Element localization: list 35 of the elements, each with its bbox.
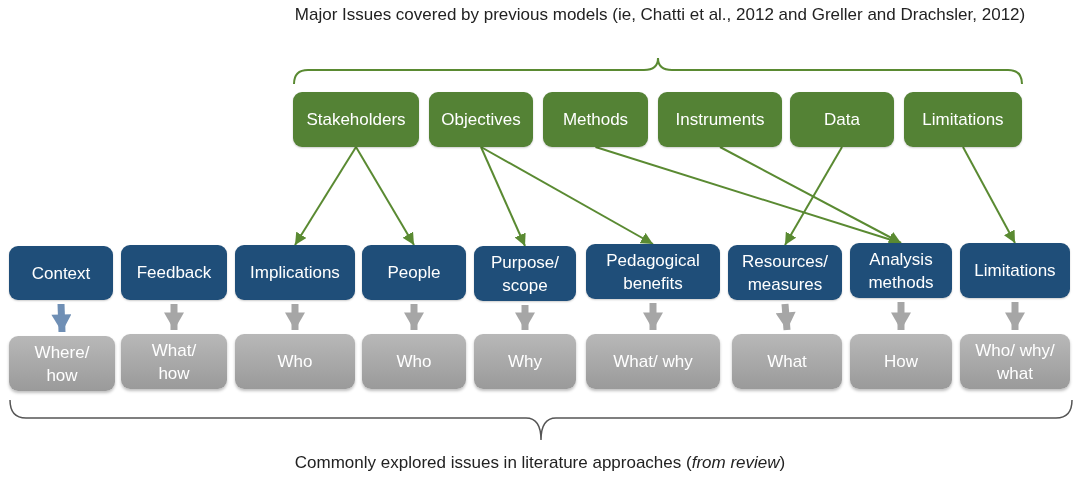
- model-issue-box: Limitations: [904, 92, 1022, 147]
- literature-issue-box: Context: [9, 246, 113, 300]
- arrow: [480, 146, 526, 247]
- literature-issue-box: Implications: [235, 245, 355, 300]
- question-box: What/ why: [586, 334, 720, 389]
- question-box: Who: [235, 334, 355, 389]
- model-issue-box: Objectives: [429, 92, 533, 147]
- question-box: Who/ why/ what: [960, 334, 1070, 389]
- model-issue-box: Methods: [543, 92, 648, 147]
- question-box: What: [732, 334, 842, 389]
- arrow: [294, 146, 357, 246]
- arrow: [719, 146, 902, 244]
- caption: Commonly explored issues in literature approaches (from review): [293, 452, 787, 474]
- arrow: [480, 146, 654, 245]
- question-box: What/ how: [121, 334, 227, 389]
- question-box: How: [850, 334, 952, 389]
- literature-issue-box: Feedback: [121, 245, 227, 300]
- heading: Major Issues covered by previous models (ie, Chatti et al., 2012 and Greller and Drachsler, 2012): [293, 4, 1027, 26]
- block-arrow: [51, 303, 72, 333]
- literature-issue-box: Resources/ measures: [728, 245, 842, 300]
- question-box: Where/ how: [9, 336, 115, 391]
- literature-issue-box: People: [362, 245, 466, 300]
- arrow: [355, 146, 415, 246]
- question-box: Why: [474, 334, 576, 389]
- literature-issue-box: Limitations: [960, 243, 1070, 298]
- model-issue-box: Data: [790, 92, 894, 147]
- question-box: Who: [362, 334, 466, 389]
- model-issue-box: Instruments: [658, 92, 782, 147]
- literature-issue-box: Purpose/ scope: [474, 246, 576, 301]
- arrow: [962, 146, 1016, 244]
- block-arrow: [775, 303, 796, 331]
- model-issue-box: Stakeholders: [293, 92, 419, 147]
- arrow: [784, 146, 843, 246]
- literature-issue-box: Analysis methods: [850, 243, 952, 298]
- literature-issue-box: Pedagogical benefits: [586, 244, 720, 299]
